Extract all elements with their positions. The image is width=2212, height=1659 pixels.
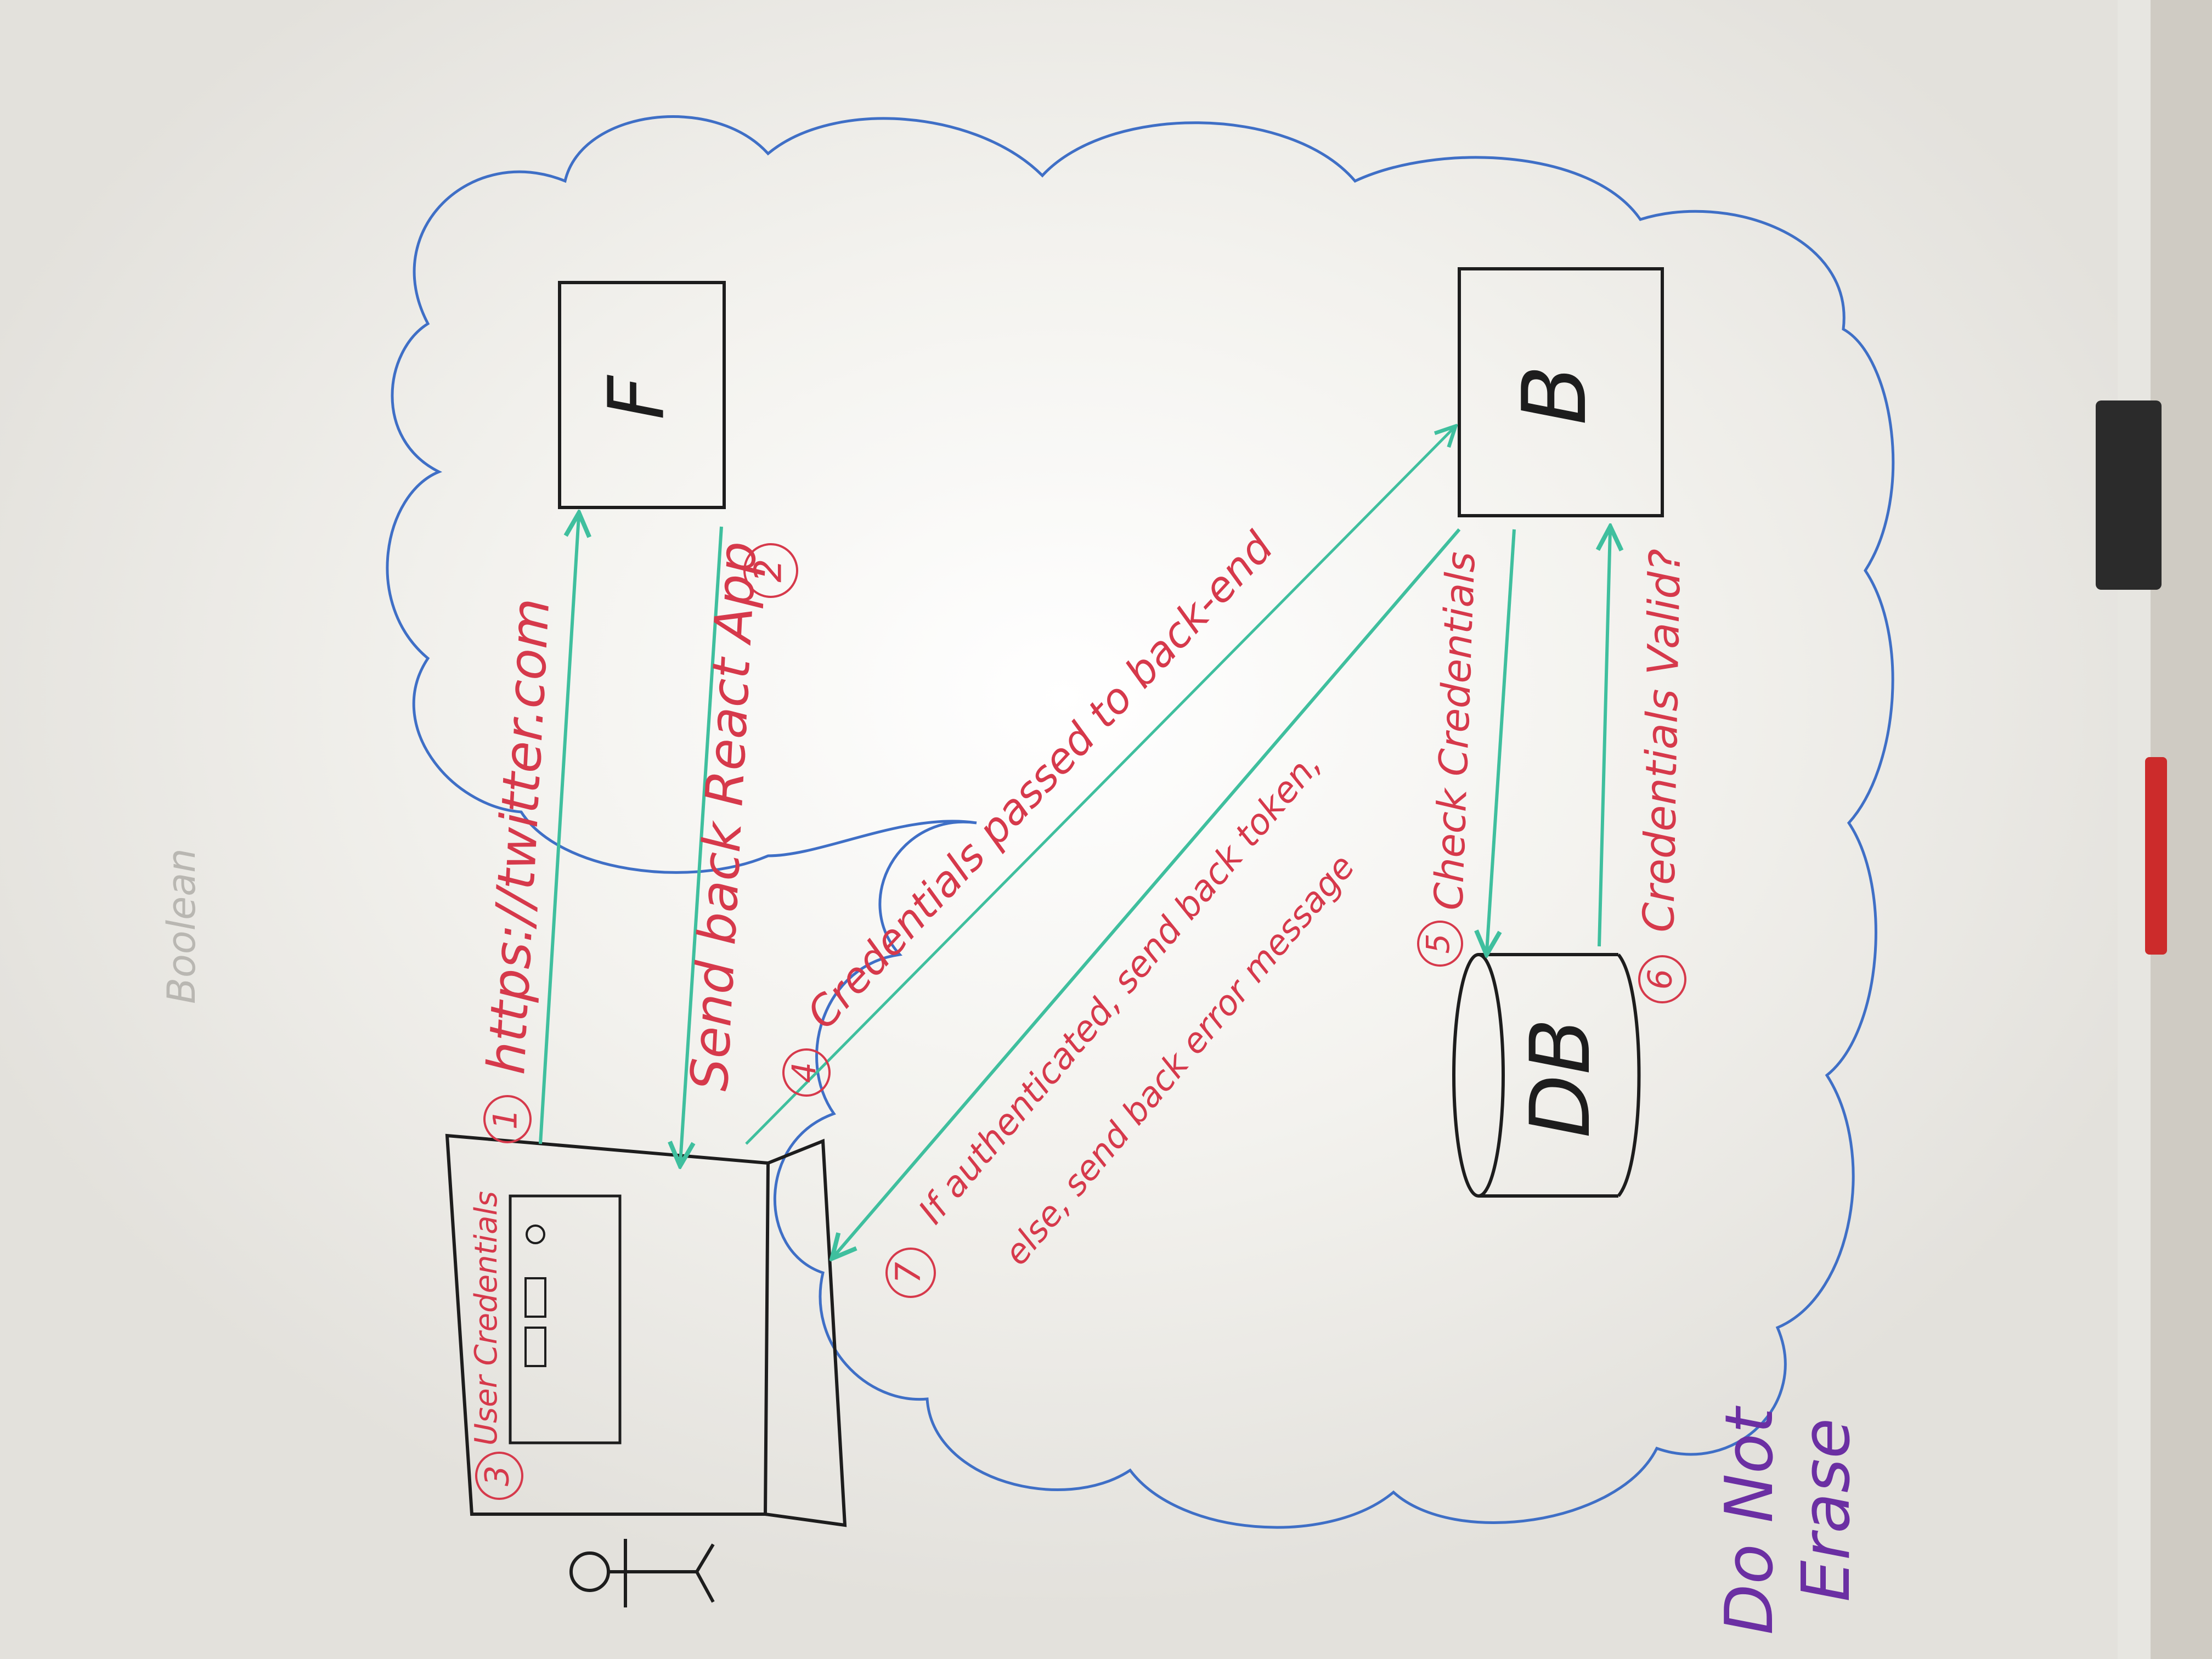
user-stick-figure (569, 1539, 715, 1607)
step-3-label: 3 User Credentials (469, 1191, 523, 1500)
arrow-step-5 (1487, 529, 1516, 952)
svg-text:7: 7 (888, 1262, 928, 1283)
step-6-text: Credentials Valid? (1634, 549, 1690, 933)
note-line-1: Do Not (1712, 1406, 1788, 1635)
step-3-text: User Credentials (469, 1191, 504, 1446)
database-node: DB (1452, 953, 1641, 1198)
arrow-step-6 (1599, 529, 1610, 947)
cloud-boundary (386, 115, 1895, 1529)
svg-text:2: 2 (747, 558, 791, 582)
arrow-step-2 (680, 526, 723, 1163)
svg-text:6: 6 (1641, 969, 1680, 990)
login-form (509, 1194, 622, 1444)
backend-node: B (1458, 267, 1664, 517)
username-field (524, 1327, 546, 1367)
marker[interactable] (2145, 757, 2167, 955)
submit-button (526, 1224, 545, 1244)
frontend-label: F (592, 374, 682, 420)
arrow-step-1 (539, 516, 579, 1144)
arrow-step-4 (745, 428, 1454, 1145)
password-field (524, 1277, 546, 1318)
step-6-label: 6 Credentials Valid? (1634, 549, 1690, 1003)
client-computer (445, 1133, 847, 1527)
database-label: DB (1513, 1018, 1609, 1138)
eraser[interactable] (2096, 400, 2162, 590)
arrow-step-7 (834, 528, 1461, 1256)
faint-leftover-text: Boolean (159, 849, 204, 1004)
svg-text:3: 3 (478, 1465, 517, 1486)
whiteboard-surface (0, 0, 2129, 1659)
svg-text:1: 1 (487, 1109, 525, 1130)
svg-text:4: 4 (786, 1062, 824, 1083)
note-line-2: Erase (1788, 1418, 1865, 1602)
svg-text:5: 5 (1419, 934, 1457, 954)
frontend-node: F (558, 281, 726, 509)
backend-label: B (1503, 365, 1606, 425)
